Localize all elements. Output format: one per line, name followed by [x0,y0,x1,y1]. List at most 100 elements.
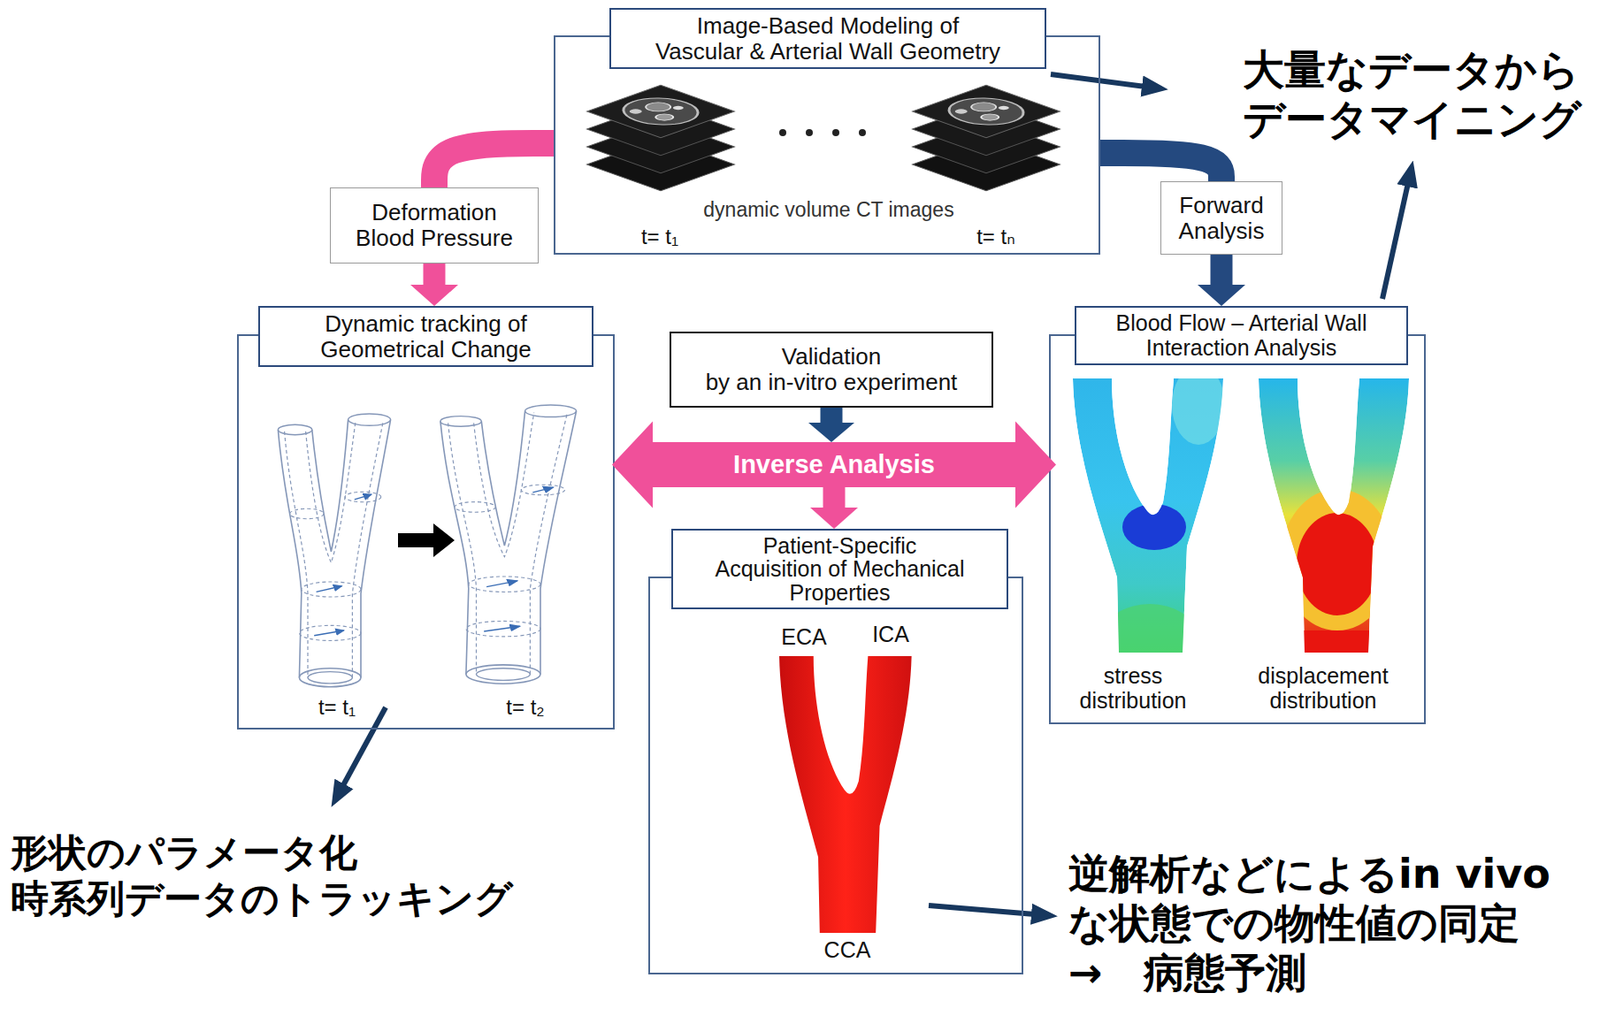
leader-arrow [1050,74,1146,87]
process-box: Deformation Blood Pressure [329,187,539,264]
time-label: t= t₂ [489,696,561,720]
ellipsis-dots [832,129,840,137]
process-box: Validation by an in-vitro experiment [669,331,994,408]
ct-stack [995,105,1011,111]
connector [410,263,459,307]
ct-stack [670,105,686,111]
displacement-map [1251,378,1411,658]
connector [1197,254,1246,307]
caption-text: dynamic volume CT images [678,199,980,222]
ct-stack [965,100,1002,114]
leader-arrow [342,707,386,788]
ct-stack [977,113,1003,123]
text-line: Properties [789,581,891,605]
text-line: Geometrical Change [320,336,531,363]
text-line: t= t₁ [641,225,679,249]
connector [1100,153,1222,182]
heading-text: Patient-Specific Acquisition of Mechanic… [671,528,1009,610]
annotation-text: → 病態予測 [1068,949,1307,997]
part-label: CCA [820,938,874,964]
text-line: Patient-Specific [763,534,918,558]
stress-map [1072,365,1225,667]
connector-shaft [434,143,554,188]
text-line: distribution [1079,688,1187,714]
annotation-text: 逆解析などによるin vivo [1068,850,1551,898]
text-line: Validation [781,344,881,370]
annotation-text: 形状のパラメータ化 [10,831,358,875]
text-line: Dynamic tracking of [324,311,527,337]
text-line: displacement [1257,664,1388,689]
panel-box: Image-Based Modeling of Vascular & Arter… [553,7,1101,255]
connector-shaft [820,407,843,423]
ct-stack [952,107,971,115]
text-line: Analysis [1178,218,1265,245]
vessel-wireframe [277,413,391,688]
text-line: CCA [824,938,872,964]
stress-map [1103,604,1196,667]
ct-stack [587,84,735,138]
panel-box: Dynamic tracking of Geometrical Change t=… [237,306,615,730]
heading-text: Dynamic tracking of Geometrical Change [258,306,594,368]
arrowhead [410,284,459,307]
box-text: Validation by an in-vitro experiment [705,344,958,395]
time-arrow [398,523,455,558]
panel-box: Patient-Specific Acquisition of Mechanic… [648,528,1024,975]
ct-stack [651,113,677,123]
time-label: t= t₁ [620,225,700,249]
text-line: Blood Flow – Arterial Wall [1116,311,1368,337]
ct-stack [627,107,645,115]
leader-arrow [928,905,1035,915]
time-label: t= tₙ [956,225,1036,249]
ct-stack [933,92,1040,131]
panel-frame [648,576,1024,975]
vessel-wireframe [440,405,577,684]
connector [808,407,855,443]
text-line: stress [1103,664,1164,689]
double-arrow-band: Inverse Analysis [612,442,1057,488]
text-line: t= tₙ [976,225,1016,249]
band-text: Inverse Analysis [733,451,935,480]
displacement-map [1258,378,1409,653]
carotid-model [779,656,912,934]
part-label: ECA [777,625,831,651]
connector-shaft [823,487,846,508]
caption-text: stress distribution [1053,664,1213,713]
time-label: t= t₁ [301,696,373,720]
ct-stack [640,100,676,114]
ct-stack [912,84,1061,192]
ct-stack [587,84,735,192]
text-line: Acquisition of Mechanical [714,557,965,581]
box-text: Forward Analysis [1178,192,1265,244]
ellipsis-dots [858,129,866,137]
text-line: t= t₁ [318,696,356,720]
connector [434,143,554,188]
displacement-map [1251,630,1411,658]
panel-box: Blood Flow – Arterial Wall Interaction A… [1048,306,1426,725]
ellipsis-dots [805,129,813,137]
text-line: Image-Based Modeling of [696,13,959,39]
stress-map [1072,365,1225,667]
stress-map [1122,504,1187,551]
text-line: by an in-vitro experiment [705,369,958,396]
arrowhead [810,507,858,529]
box-text: Deformation Blood Pressure [355,199,513,251]
ellipsis-dots [779,129,866,137]
part-label: ICA [864,622,918,648]
text-line: dynamic volume CT images [703,199,954,222]
heading-text: Blood Flow – Arterial Wall Interaction A… [1074,306,1409,366]
displacement-map [1251,378,1411,658]
ct-stack [912,84,1061,138]
text-line: distribution [1270,688,1378,714]
text-line: Blood Pressure [355,225,513,252]
connector [810,487,858,529]
text-line: t= t₂ [505,696,544,720]
text-line: ECA [780,625,827,651]
connector-shaft [1210,254,1233,285]
process-box: Forward Analysis [1160,181,1283,255]
ellipsis-dots [779,129,787,137]
text-line: Inverse Analysis [733,451,935,480]
annotation-text: 大量なデータから [1242,45,1580,94]
arrowhead [808,422,855,443]
displacement-map [1280,489,1394,631]
